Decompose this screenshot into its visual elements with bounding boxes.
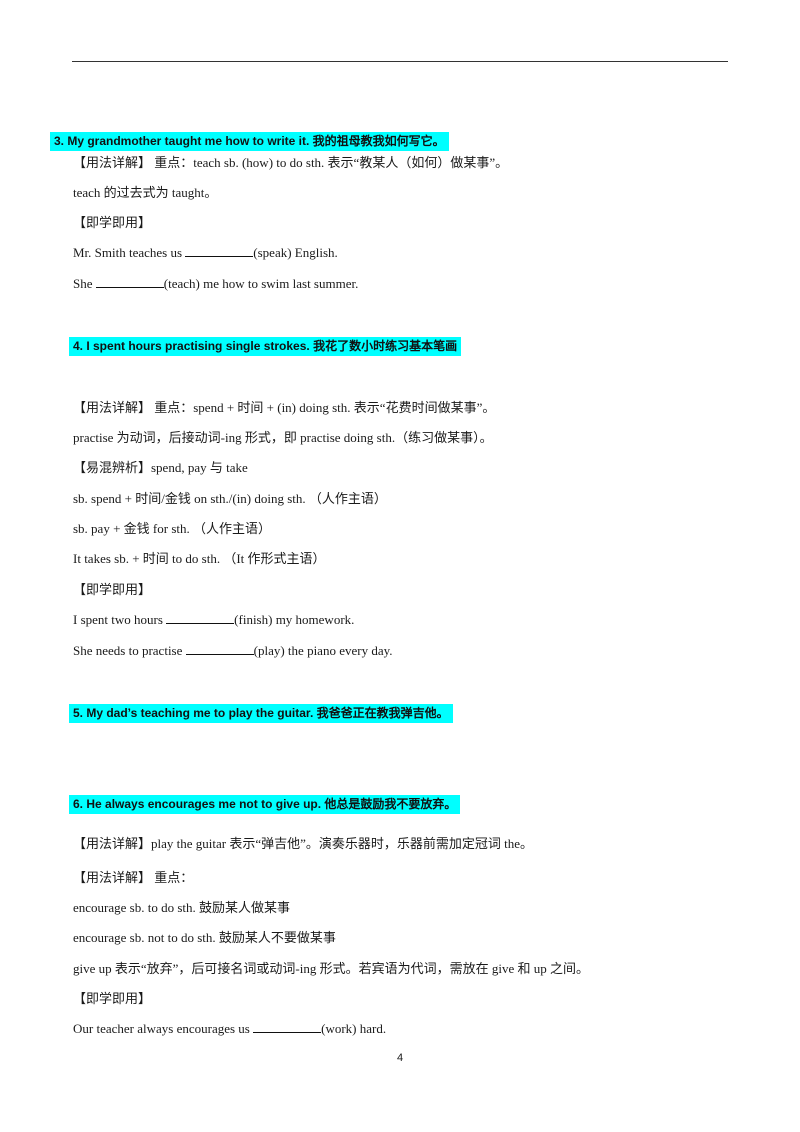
sec3-exercise-1: Mr. Smith teaches us (speak) English.	[73, 244, 338, 262]
answer-blank[interactable]	[95, 275, 164, 288]
sec6-usage-label: 【用法详解】 重点：	[73, 870, 194, 885]
exercise-text: Mr. Smith teaches us	[73, 245, 186, 260]
sec4-spend-pattern: sb. spend + 时间/金钱 on sth./(in) doing sth…	[73, 491, 387, 506]
exercise-text: (play) the piano every day.	[253, 643, 393, 658]
section-5-heading: 5. My dad’s teaching me to play the guit…	[69, 704, 453, 723]
sec6-give-up-note: give up 表示“放弃”，后可接名词或动词-ing 形式。若宾语为代词，需放…	[73, 961, 589, 976]
sec3-exercise-2: She (teach) me how to swim last summer.	[73, 275, 358, 293]
page-number: 4	[396, 1052, 404, 1064]
sec4-practice-label: 【即学即用】	[73, 582, 152, 597]
header-rule	[72, 61, 728, 62]
sec6-encourage-pattern: encourage sb. to do sth. 鼓励某人做某事	[73, 900, 291, 915]
answer-blank[interactable]	[253, 1020, 322, 1033]
sec6-exercise-1: Our teacher always encourages us (work) …	[73, 1020, 386, 1038]
exercise-text: (teach) me how to swim last summer.	[163, 276, 359, 291]
exercise-text: She needs to practise	[73, 643, 186, 658]
exercise-text: (work) hard.	[321, 1021, 387, 1036]
sec4-pay-pattern: sb. pay + 金钱 for sth. （人作主语）	[73, 521, 271, 536]
sec4-exercise-2: She needs to practise (play) the piano e…	[73, 642, 393, 660]
answer-blank[interactable]	[185, 642, 254, 655]
sec4-take-pattern: It takes sb. + 时间 to do sth. （It 作形式主语）	[73, 551, 326, 566]
section-4-heading: 4. I spent hours practising single strok…	[69, 337, 462, 356]
exercise-text: She	[73, 276, 96, 291]
sec6-practice-label: 【即学即用】	[73, 991, 152, 1006]
answer-blank[interactable]	[185, 244, 254, 257]
exercise-text: I spent two hours	[73, 612, 167, 627]
sec3-usage: 【用法详解】 重点：teach sb. (how) to do sth. 表示“…	[73, 155, 509, 170]
section-6-heading: 6. He always encourages me not to give u…	[69, 795, 461, 814]
sec3-past-tense: teach 的过去式为 taught。	[73, 185, 218, 200]
sec4-usage: 【用法详解】 重点：spend + 时间 + (in) doing sth. 表…	[73, 400, 496, 415]
sec6-guitar-usage: 【用法详解】play the guitar 表示“弹吉他”。演奏乐器时，乐器前需…	[73, 836, 534, 851]
sec4-compare-label: 【易混辨析】spend, pay 与 take	[73, 460, 248, 475]
sec4-exercise-1: I spent two hours (finish) my homework.	[73, 611, 354, 629]
exercise-text: (finish) my homework.	[234, 612, 355, 627]
sec3-practice-label: 【即学即用】	[73, 215, 152, 230]
sec6-encourage-not-pattern: encourage sb. not to do sth. 鼓励某人不要做某事	[73, 930, 336, 945]
exercise-text: (speak) English.	[253, 245, 338, 260]
section-3-heading: 3. My grandmother taught me how to write…	[50, 132, 449, 151]
exercise-text: Our teacher always encourages us	[73, 1021, 254, 1036]
answer-blank[interactable]	[166, 611, 235, 624]
sec4-practise-note: practise 为动词，后接动词-ing 形式，即 practise doin…	[73, 430, 493, 445]
